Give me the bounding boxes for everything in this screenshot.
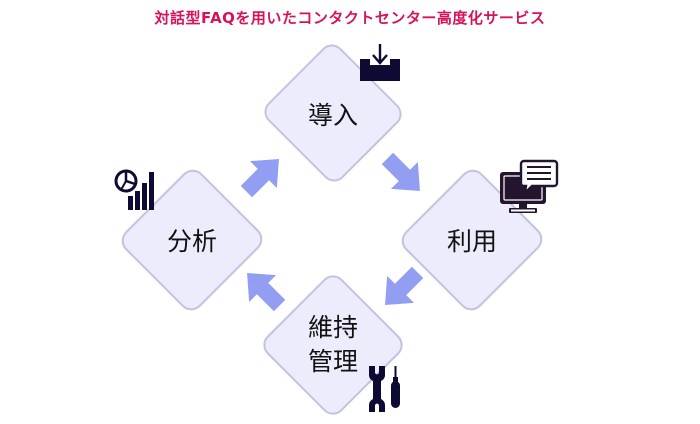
- node-analyze-shape: [121, 169, 263, 311]
- node-use-label: 利用: [446, 227, 497, 256]
- node-intro-label: 導入: [307, 101, 358, 130]
- wrench-screwdriver-icon: [369, 366, 400, 412]
- download-tray-icon: [360, 44, 400, 81]
- node-maintain-label: 維持 管理: [307, 313, 358, 376]
- node-maintain-shape: [263, 275, 403, 415]
- monitor-chat-icon: [500, 159, 559, 213]
- node-analyze-label: 分析: [166, 227, 217, 256]
- chart-analytics-icon: [114, 169, 154, 210]
- arrow-intro-to-use: [374, 145, 434, 205]
- arrow-use-to-maintain: [371, 259, 431, 319]
- diagram-title: 対話型FAQを用いたコンタクトセンター高度化サービス: [154, 9, 546, 27]
- arrow-analyze-to-intro: [233, 145, 293, 205]
